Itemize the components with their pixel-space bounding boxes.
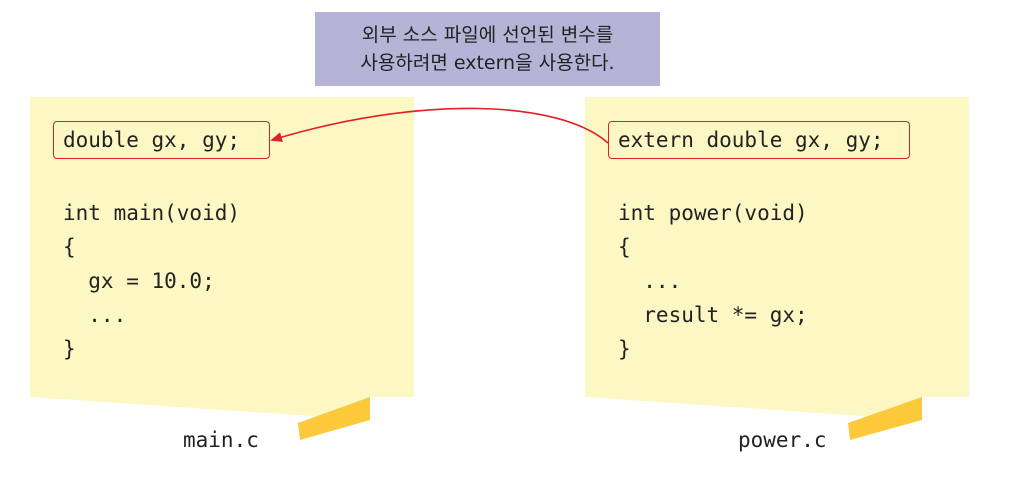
right-note-body: [585, 97, 969, 397]
arrow-left-icon: [270, 107, 609, 144]
callout-line-1: 외부 소스 파일에 선언된 변수를: [361, 24, 614, 46]
right-code-line-1: int power(void): [618, 201, 808, 225]
left-declaration: double gx, gy;: [63, 128, 241, 152]
right-filename: power.c: [738, 428, 827, 452]
left-note-body: [30, 97, 414, 397]
right-code-line-2: {: [618, 235, 631, 259]
left-filename: main.c: [183, 428, 259, 452]
left-code-line-2: {: [63, 235, 76, 259]
left-note-curl: [30, 397, 370, 420]
right-note-curl: [585, 397, 922, 420]
right-declaration-highlight: [608, 121, 910, 159]
left-declaration-highlight: [53, 121, 270, 159]
left-code-line-1: int main(void): [63, 201, 241, 225]
right-code-line-5: }: [618, 337, 631, 361]
left-code-line-3: gx = 10.0;: [63, 269, 215, 293]
left-note: [30, 97, 414, 440]
right-code-line-4: result *= gx;: [618, 303, 808, 327]
callout-line-2: 사용하려면 extern을 사용한다.: [360, 52, 615, 74]
callout-box: 외부 소스 파일에 선언된 변수를 사용하려면 extern을 사용한다.: [315, 12, 660, 86]
left-code-line-5: }: [63, 337, 76, 361]
right-code-line-3: ...: [618, 269, 682, 293]
left-code-line-4: ...: [63, 303, 127, 327]
right-note-fold: [848, 397, 922, 440]
right-note: [585, 97, 969, 440]
right-declaration: extern double gx, gy;: [618, 128, 884, 152]
left-note-fold: [298, 397, 370, 440]
